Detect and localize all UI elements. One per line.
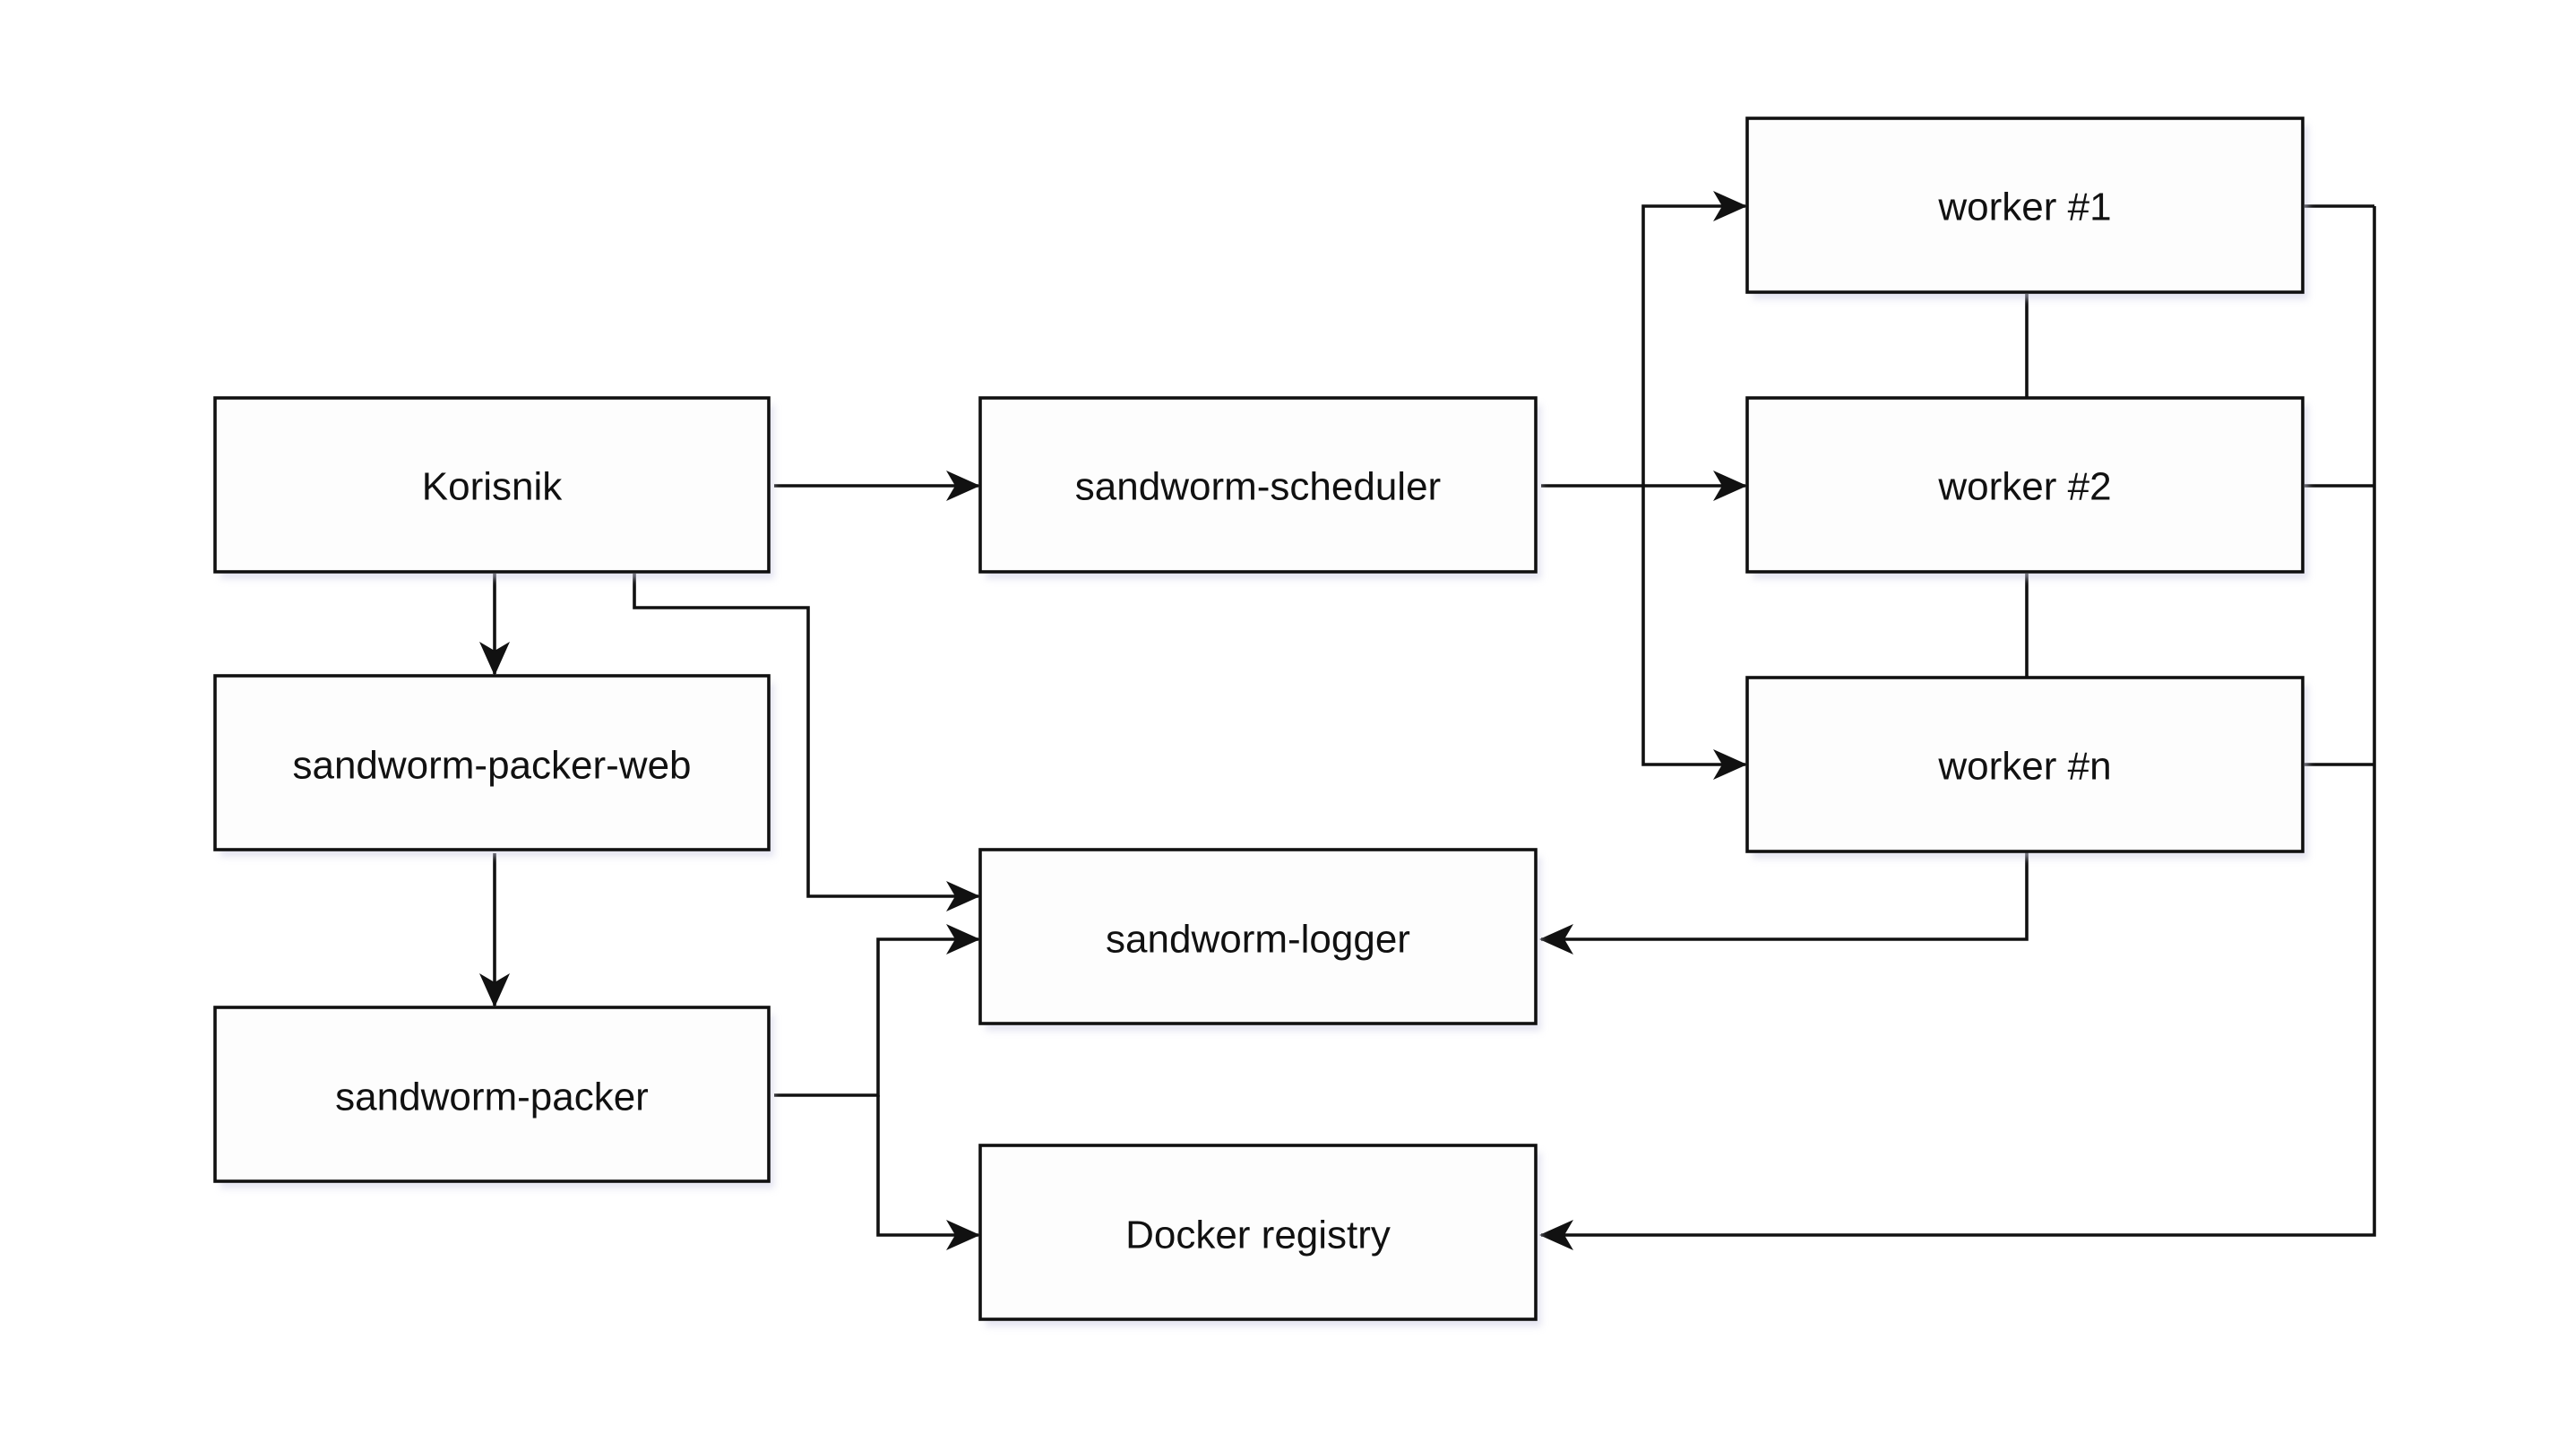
- node-worker-1-label: worker #1: [1937, 186, 2111, 229]
- edge-packer-to-logger: [774, 924, 980, 1097]
- node-worker-2-label: worker #2: [1937, 465, 2111, 509]
- edge-workern-to-logger: [1539, 851, 2029, 955]
- node-sandworm-packer[interactable]: sandworm-packer: [213, 1006, 774, 1188]
- node-sandworm-logger[interactable]: sandworm-logger: [978, 848, 1541, 1031]
- edge-scheduler-to-workern: [1641, 486, 1747, 780]
- nodes: Korisnik sandworm-packer-web sandworm-pa…: [213, 117, 2308, 1326]
- node-worker-n-label: worker #n: [1937, 745, 2111, 789]
- node-sandworm-packer-web-label: sandworm-packer-web: [292, 744, 691, 788]
- node-sandworm-packer-web[interactable]: sandworm-packer-web: [213, 674, 774, 857]
- edge-workers-to-registry: [1539, 206, 2376, 1250]
- node-docker-registry-label: Docker registry: [1125, 1214, 1391, 1257]
- edge-scheduler-to-worker1: [1641, 191, 1747, 486]
- node-sandworm-scheduler[interactable]: sandworm-scheduler: [978, 396, 1541, 579]
- node-korisnik-label: Korisnik: [422, 465, 563, 509]
- node-sandworm-packer-label: sandworm-packer: [335, 1076, 649, 1119]
- edge-packer-to-registry: [876, 1095, 980, 1250]
- node-korisnik[interactable]: Korisnik: [213, 396, 774, 579]
- edges: [479, 191, 2376, 1250]
- node-worker-2[interactable]: worker #2: [1745, 396, 2308, 579]
- node-worker-1[interactable]: worker #1: [1745, 117, 2308, 299]
- node-worker-n[interactable]: worker #n: [1745, 676, 2308, 859]
- edge-korisnik-to-logger: [633, 574, 980, 911]
- node-sandworm-scheduler-label: sandworm-scheduler: [1075, 465, 1441, 509]
- node-docker-registry[interactable]: Docker registry: [978, 1144, 1541, 1326]
- node-sandworm-logger-label: sandworm-logger: [1106, 918, 1410, 962]
